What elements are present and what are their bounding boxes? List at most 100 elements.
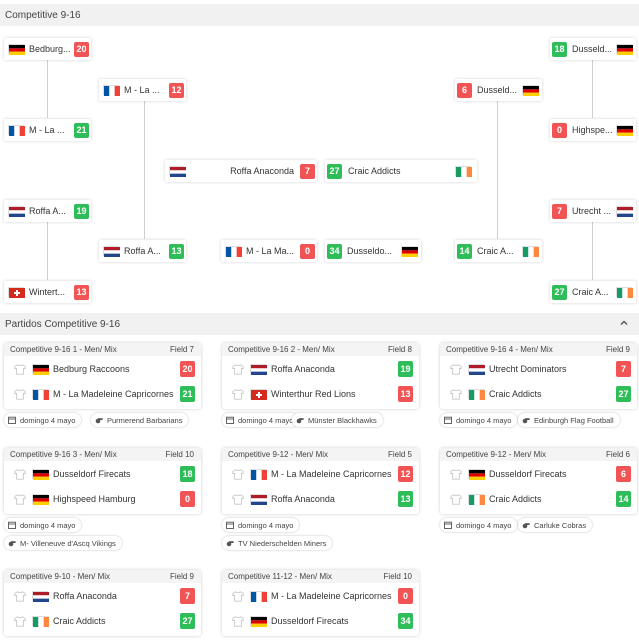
match-team-row[interactable]: M - La Madeleine Capricornes 12: [222, 462, 419, 486]
match-team-row[interactable]: Dusseldorf Firecats 18: [4, 462, 201, 486]
match-card[interactable]: Competitive 9-16 2 - Men/ Mix Field 8 Ro…: [222, 343, 419, 409]
final-team-box[interactable]: 27 Craic Addicts: [325, 160, 477, 182]
flag-fr-icon: [250, 469, 267, 480]
match-team-name: Roffa Anaconda: [271, 364, 335, 374]
match-score: 0: [398, 588, 413, 604]
match-card[interactable]: Competitive 9-16 1 - Men/ Mix Field 7 Be…: [4, 343, 201, 409]
flag-nl-icon: [32, 591, 49, 602]
bracket-team-box[interactable]: 18 Dusseld...: [550, 38, 636, 60]
match-score: 19: [398, 361, 413, 377]
whistle-icon: [522, 521, 530, 529]
chevron-up-icon[interactable]: [619, 318, 629, 328]
bracket-team-box[interactable]: Wintert... 13: [4, 281, 91, 303]
match-date-pill: domingo 4 mayo: [4, 518, 82, 532]
bracket-team-box[interactable]: 27 Craic A...: [550, 281, 636, 303]
match-team-name: Bedburg Raccoons: [53, 364, 130, 374]
match-team-row[interactable]: Dusseldorf Firecats 6: [440, 462, 637, 486]
bracket-connector: [497, 101, 498, 239]
match-date-pill: domingo 4 mayo: [440, 413, 518, 427]
match-team-row[interactable]: Winterthur Red Lions 13: [222, 382, 419, 406]
match-card-header: Competitive 9-12 - Men/ Mix Field 6: [440, 448, 637, 461]
match-field: Field 9: [605, 345, 630, 354]
match-card[interactable]: Competitive 9-16 3 - Men/ Mix Field 10 D…: [4, 448, 201, 514]
bracket-team-box[interactable]: Roffa A... 13: [99, 240, 186, 262]
match-team-row[interactable]: Highspeed Hamburg 0: [4, 487, 201, 511]
match-team-row[interactable]: Bedburg Raccoons 20: [4, 357, 201, 381]
shirt-icon: [232, 388, 244, 400]
final-team-box[interactable]: Roffa Anaconda 7: [165, 160, 317, 182]
match-card-header: Competitive 9-10 - Men/ Mix Field 9: [4, 570, 201, 583]
bracket-team-name: Bedburg...: [29, 44, 71, 54]
match-score: 13: [398, 491, 413, 507]
shirt-icon: [450, 468, 462, 480]
match-team-row[interactable]: Craic Addicts 14: [440, 487, 637, 511]
match-referee-pill[interactable]: M- Villeneuve d'Ascq Vikings: [4, 536, 122, 550]
match-referee-pill[interactable]: TV Niederschelden Miners: [222, 536, 333, 550]
flag-nl-icon: [616, 206, 633, 217]
match-date: domingo 4 mayo: [456, 415, 512, 425]
match-referee: Münster Blackhawks: [308, 415, 377, 425]
match-card[interactable]: Competitive 9-16 4 - Men/ Mix Field 9 Ut…: [440, 343, 637, 409]
bracket-team-box[interactable]: Bedburg... 20: [4, 38, 91, 60]
bracket-team-box[interactable]: 14 Craic A...: [455, 240, 542, 262]
match-team-row[interactable]: Roffa Anaconda 7: [4, 584, 201, 608]
bracket-team-box[interactable]: 7 Utrecht ...: [550, 200, 636, 222]
match-field: Field 10: [165, 450, 194, 459]
flag-ie-icon: [468, 494, 485, 505]
match-label: Competitive 9-12 - Men/ Mix: [446, 450, 547, 459]
matches-section-header[interactable]: Partidos Competitive 9-16: [0, 313, 639, 335]
match-team-row[interactable]: M - La Madeleine Capricornes 21: [4, 382, 201, 406]
flag-fr-icon: [103, 85, 120, 96]
match-team-row[interactable]: Roffa Anaconda 13: [222, 487, 419, 511]
bracket-title: Competitive 9-16: [0, 4, 639, 26]
calendar-icon: [8, 521, 16, 529]
match-referee: M- Villeneuve d'Ascq Vikings: [20, 538, 116, 548]
third-place-team-box[interactable]: 34 Dusseldo...: [325, 240, 421, 262]
match-team-row[interactable]: M - La Madeleine Capricornes 0: [222, 584, 419, 608]
bracket-team-box[interactable]: M - La ... 21: [4, 119, 91, 141]
match-team-row[interactable]: Roffa Anaconda 19: [222, 357, 419, 381]
bracket-score: 34: [327, 243, 342, 259]
flag-nl-icon: [8, 206, 25, 217]
match-date-pill: domingo 4 mayo: [4, 413, 82, 427]
match-team-row[interactable]: Craic Addicts 27: [4, 609, 201, 633]
match-score: 14: [616, 491, 631, 507]
match-team-row[interactable]: Utrecht Dominators 7: [440, 357, 637, 381]
match-score: 6: [616, 466, 631, 482]
shirt-icon: [450, 363, 462, 375]
match-referee-pill[interactable]: Edinburgh Flag Football: [518, 413, 620, 427]
match-field: Field 5: [387, 450, 412, 459]
bracket-team-name: Dusseld...: [477, 85, 518, 95]
bracket-team-box[interactable]: M - La ... 12: [99, 79, 186, 101]
bracket-connector: [47, 59, 48, 118]
match-team-row[interactable]: Dusseldorf Firecats 34: [222, 609, 419, 633]
flag-de-icon: [32, 469, 49, 480]
match-card[interactable]: Competitive 11-12 - Men/ Mix Field 10 M …: [222, 570, 419, 636]
flag-ie-icon: [455, 166, 472, 177]
match-field: Field 8: [387, 345, 412, 354]
match-label: Competitive 9-16 2 - Men/ Mix: [228, 345, 335, 354]
match-referee-pill[interactable]: Purmerend Barbarians: [91, 413, 189, 427]
shirt-icon: [14, 615, 26, 627]
bracket-team-box[interactable]: Roffa A... 19: [4, 200, 91, 222]
bracket-team-box[interactable]: 0 Highspe...: [550, 119, 636, 141]
match-referee: TV Niederschelden Miners: [238, 538, 327, 548]
match-referee-pill[interactable]: Münster Blackhawks: [292, 413, 383, 427]
match-card[interactable]: Competitive 9-12 - Men/ Mix Field 6 Duss…: [440, 448, 637, 514]
match-card[interactable]: Competitive 9-12 - Men/ Mix Field 5 M - …: [222, 448, 419, 514]
flag-ie-icon: [616, 287, 633, 298]
match-field: Field 7: [169, 345, 194, 354]
calendar-icon: [226, 521, 234, 529]
match-date-pill: domingo 4 mayo: [440, 518, 518, 532]
match-card[interactable]: Competitive 9-10 - Men/ Mix Field 9 Roff…: [4, 570, 201, 636]
shirt-icon: [232, 468, 244, 480]
match-referee-pill[interactable]: Carluke Cobras: [518, 518, 593, 532]
flag-de-icon: [401, 246, 418, 257]
shirt-icon: [232, 493, 244, 505]
whistle-icon: [296, 416, 304, 424]
third-place-team-box[interactable]: M - La Ma... 0: [221, 240, 317, 262]
flag-ie-icon: [32, 616, 49, 627]
match-team-row[interactable]: Craic Addicts 27: [440, 382, 637, 406]
bracket-score: 13: [169, 243, 184, 259]
bracket-team-box[interactable]: 6 Dusseld...: [455, 79, 542, 101]
